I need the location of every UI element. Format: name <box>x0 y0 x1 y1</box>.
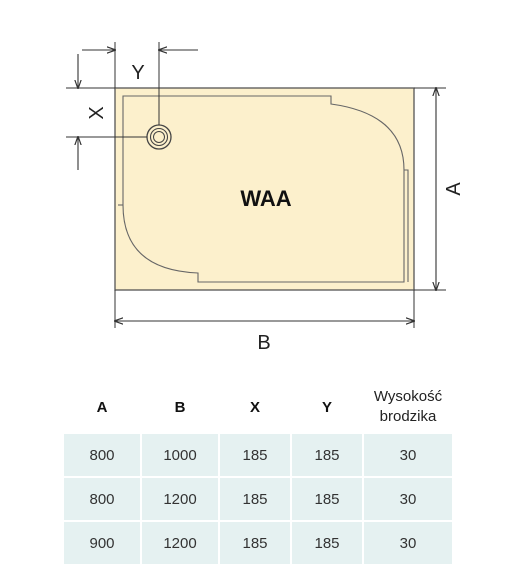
table-row: 800 1000 185 185 30 <box>64 434 452 476</box>
cell-b: 1200 <box>142 478 218 520</box>
tray-outline <box>114 87 415 291</box>
dimension-y-label: Y <box>131 62 144 84</box>
cell-y: 185 <box>292 478 362 520</box>
cell-a: 900 <box>64 522 140 564</box>
cell-x: 185 <box>220 478 290 520</box>
dimension-a-label: A <box>443 182 465 196</box>
cell-y: 185 <box>292 434 362 476</box>
table-row: 800 1200 185 185 30 <box>64 478 452 520</box>
header-b: B <box>142 382 218 432</box>
cell-tray-height: 30 <box>364 434 452 476</box>
dimension-b-label: B <box>257 332 270 354</box>
shower-tray-drawing: WAA Y X A B <box>66 42 465 354</box>
cell-x: 185 <box>220 522 290 564</box>
cell-a: 800 <box>64 478 140 520</box>
header-tray-height: Wysokość brodzika <box>364 382 452 432</box>
cell-tray-height: 30 <box>364 478 452 520</box>
header-y: Y <box>292 382 362 432</box>
header-a: A <box>64 382 140 432</box>
cell-x: 185 <box>220 434 290 476</box>
cell-y: 185 <box>292 522 362 564</box>
table-row: 900 1200 185 185 30 <box>64 522 452 564</box>
cell-b: 1200 <box>142 522 218 564</box>
cell-a: 800 <box>64 434 140 476</box>
tray-inner-profile <box>122 95 405 283</box>
header-tray-height-line2: brodzika <box>379 408 437 425</box>
header-x: X <box>220 382 290 432</box>
drain-icon <box>146 124 172 150</box>
table-header-row: A B X Y Wysokość brodzika <box>64 382 452 432</box>
model-label: WAA <box>240 186 291 211</box>
cell-tray-height: 30 <box>364 522 452 564</box>
dimensions-table: A B X Y Wysokość brodzika 800 1000 185 1… <box>62 380 454 566</box>
cell-b: 1000 <box>142 434 218 476</box>
tray-inner-step-right <box>404 169 409 282</box>
dimension-x-label: X <box>86 106 108 119</box>
header-tray-height-line1: Wysokość <box>373 388 443 405</box>
